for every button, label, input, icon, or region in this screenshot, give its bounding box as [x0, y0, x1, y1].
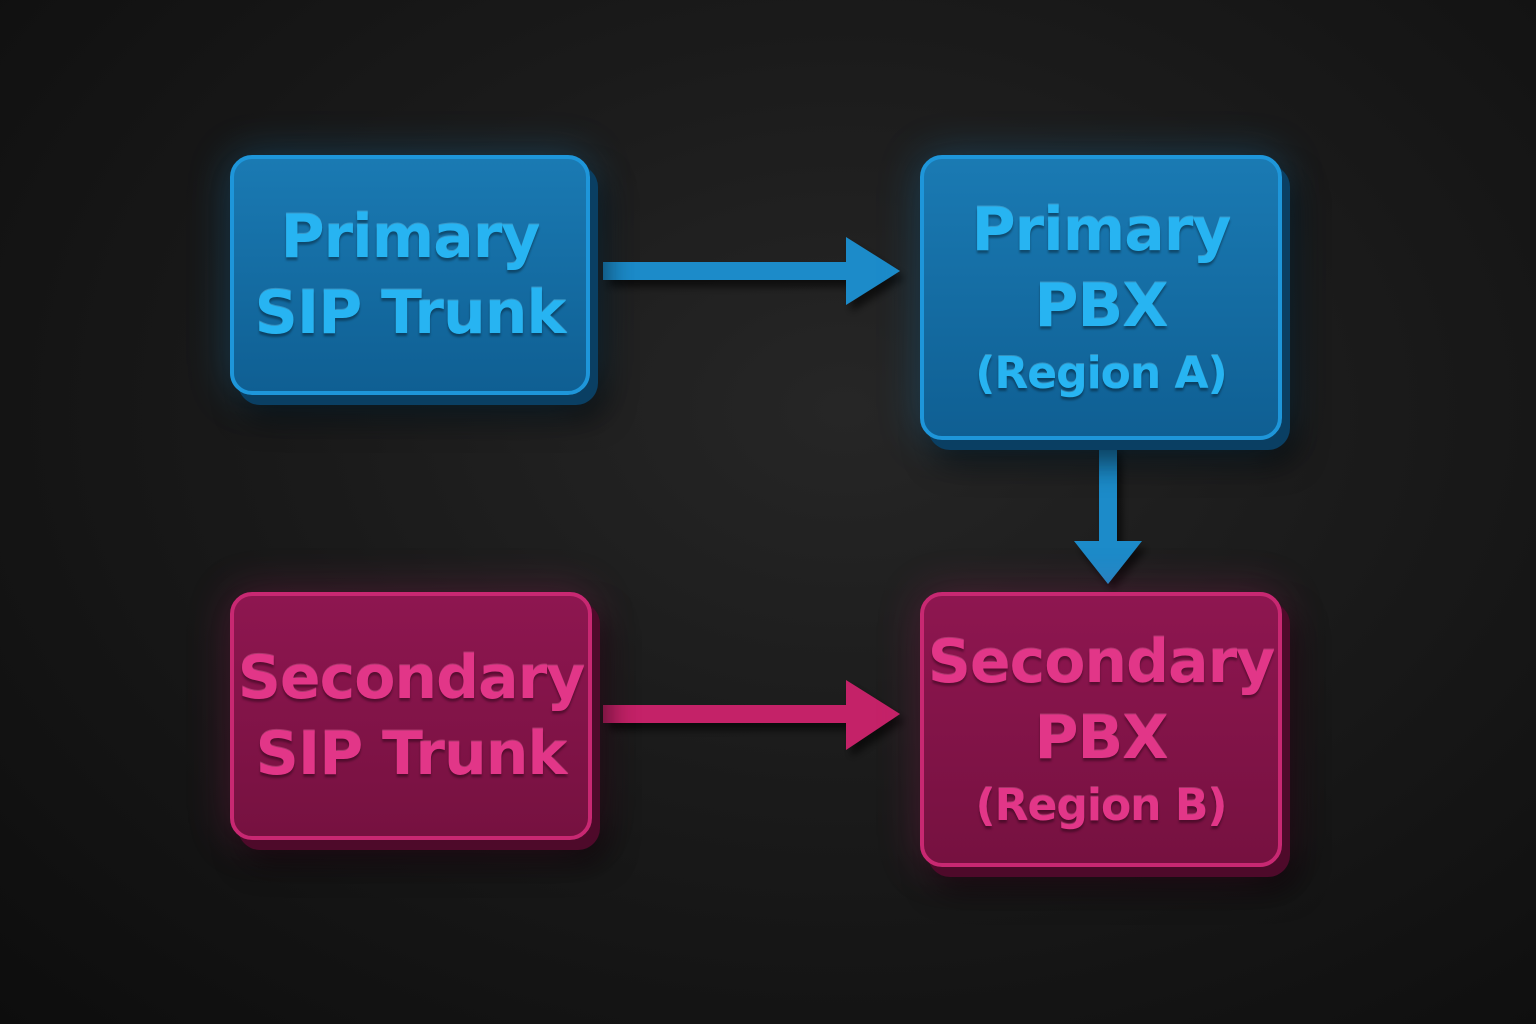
node-region-label: (Region B) — [975, 779, 1228, 831]
node-label-line: PBX — [1034, 270, 1169, 341]
node-label-line: Primary — [280, 202, 541, 272]
arrow-primary-trunk-to-primary-pbx — [603, 237, 900, 305]
node-label-line: PBX — [1034, 702, 1169, 773]
node-label-line: Secondary — [237, 643, 586, 713]
node-label-line: Primary — [971, 194, 1232, 265]
primary-pbx-node: Primary PBX (Region A) — [920, 155, 1282, 440]
primary-sip-trunk-node: Primary SIP Trunk — [230, 155, 590, 395]
arrow-secondary-trunk-to-secondary-pbx — [603, 680, 900, 750]
secondary-sip-trunk-node: Secondary SIP Trunk — [230, 592, 592, 840]
node-region-label: (Region A) — [975, 347, 1227, 399]
node-label-line: SIP Trunk — [255, 719, 568, 789]
arrow-primary-pbx-to-secondary-pbx — [1074, 442, 1142, 584]
node-label-line: SIP Trunk — [254, 278, 567, 348]
node-label-line: Secondary — [927, 626, 1276, 697]
secondary-pbx-node: Secondary PBX (Region B) — [920, 592, 1282, 867]
